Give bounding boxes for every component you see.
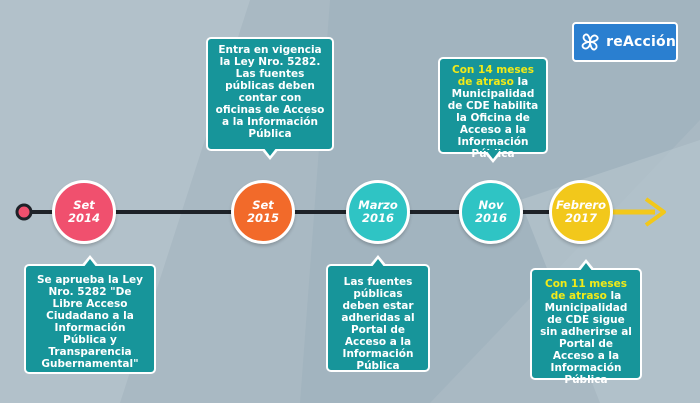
callout-text: Se aprueba la Ley Nro. 5282 "De Libre Ac… (37, 274, 143, 370)
node-month: Set (252, 198, 274, 212)
callout-highlight: Con 14 meses de atraso (451, 64, 534, 88)
callout-pointer (369, 255, 387, 268)
node-month: Set (73, 198, 95, 212)
node-month: Marzo (358, 198, 398, 212)
callout-highlight: Con 11 meses de atraso (544, 278, 627, 302)
timeline-node-set-2014: Set 2014 (52, 180, 116, 244)
callout-set-2014: Se aprueba la Ley Nro. 5282 "De Libre Ac… (24, 255, 156, 374)
node-year: 2017 (564, 211, 597, 225)
brand-logo: reAcción (572, 22, 678, 62)
timeline-node-set-2015: Set 2015 (231, 180, 295, 244)
callout-text: la Municipalidad de CDE habilita la Ofic… (447, 76, 539, 160)
timeline-node-febrero-2017: Febrero 2017 (549, 180, 613, 244)
timeline-start-dot (15, 203, 33, 221)
callout-text: Las fuentes públicas deben estar adherid… (341, 276, 415, 372)
node-year: 2016 (474, 211, 507, 225)
timeline-node-marzo-2016: Marzo 2016 (346, 180, 410, 244)
callout-text: Entra en vigencia la Ley Nro. 5282. Las … (215, 44, 325, 140)
callout-text: la Municipalidad de CDE sigue sin adheri… (540, 290, 632, 386)
callout-pointer (484, 150, 502, 163)
pinwheel-icon (581, 33, 599, 51)
callout-marzo-2016: Las fuentes públicas deben estar adherid… (326, 255, 430, 372)
node-month: Nov (478, 198, 504, 212)
callout-pointer (577, 259, 595, 272)
arrow-head (644, 197, 666, 227)
brand-logo-text: reAcción (606, 34, 676, 50)
callout-pointer (261, 147, 279, 160)
callout-pointer (81, 255, 99, 268)
callout-febrero-2017: Con 11 meses de atraso la Municipalidad … (530, 259, 642, 386)
node-year: 2014 (67, 211, 100, 225)
callout-nov-2016: Con 14 meses de atraso la Municipalidad … (438, 57, 548, 163)
node-month: Febrero (555, 198, 607, 212)
timeline-node-nov-2016: Nov 2016 (459, 180, 523, 244)
callout-set-2015: Entra en vigencia la Ley Nro. 5282. Las … (206, 37, 334, 160)
node-year: 2016 (361, 211, 394, 225)
node-year: 2015 (246, 211, 279, 225)
